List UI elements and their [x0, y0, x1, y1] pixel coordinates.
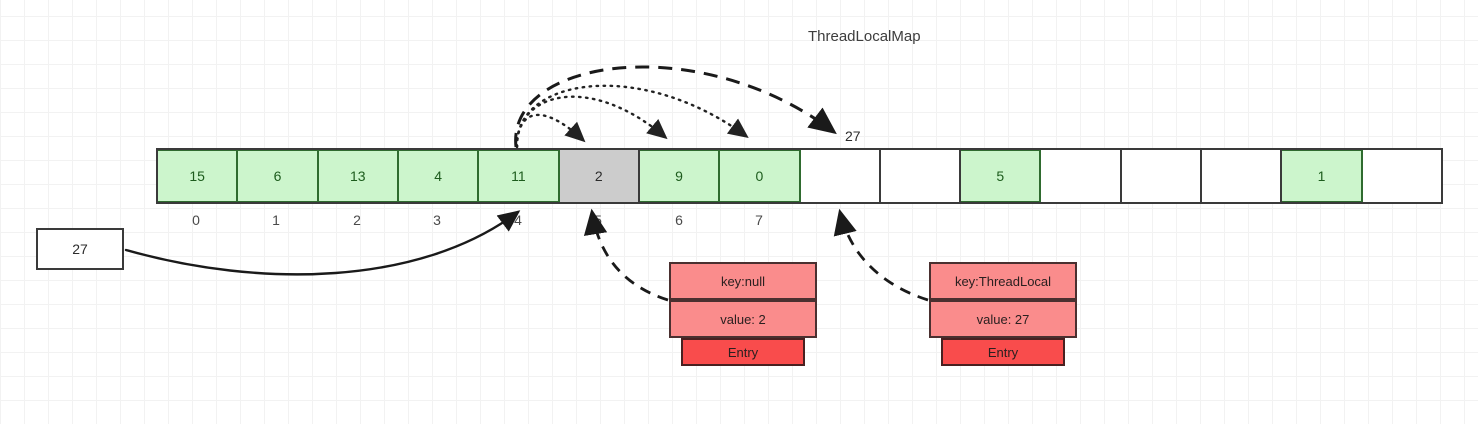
- array-index-7: 7: [755, 212, 763, 228]
- array-cell-8[interactable]: [800, 150, 881, 202]
- array-index-3: 3: [433, 212, 441, 228]
- array-cell-0[interactable]: 15: [158, 150, 239, 202]
- insert-arrow-label: 27: [845, 128, 861, 144]
- array-cell-14[interactable]: 1: [1282, 150, 1363, 202]
- stale-entry-value: value: 2: [669, 300, 817, 338]
- array-cell-3[interactable]: 4: [398, 150, 480, 202]
- array-index-2: 2: [353, 212, 361, 228]
- array-cell-13[interactable]: [1202, 150, 1283, 202]
- threadlocal-entry-value: value: 27: [929, 300, 1077, 338]
- array-cell-9[interactable]: [880, 150, 962, 202]
- array-index-4: 4: [514, 212, 522, 228]
- array-index-1: 1: [272, 212, 280, 228]
- array-index-6: 6: [675, 212, 683, 228]
- hash-array: 15 6 13 4 11 2 9 0 5 1: [156, 148, 1443, 204]
- array-cell-11[interactable]: [1041, 150, 1122, 202]
- array-cell-7[interactable]: 0: [720, 150, 801, 202]
- stale-entry-key: key:null: [669, 262, 817, 300]
- probe-arc-4-to-6: [515, 95, 668, 149]
- array-cell-5[interactable]: 2: [559, 150, 640, 202]
- stale-entry-tag: Entry: [681, 338, 805, 366]
- array-cell-10[interactable]: 5: [961, 150, 1042, 202]
- array-cell-6[interactable]: 9: [639, 150, 721, 202]
- page-title: ThreadLocalMap: [808, 28, 921, 45]
- threadlocal-entry-key: key:ThreadLocal: [929, 262, 1077, 300]
- source-value-box[interactable]: 27: [36, 228, 124, 270]
- array-cell-12[interactable]: [1121, 150, 1203, 202]
- array-cell-15[interactable]: [1362, 150, 1441, 202]
- threadlocal-entry-to-slot8-arrow: [833, 208, 929, 302]
- array-cell-4[interactable]: 11: [479, 150, 560, 202]
- array-index-5: 5: [594, 212, 602, 228]
- array-cell-2[interactable]: 13: [318, 150, 399, 202]
- array-cell-1[interactable]: 6: [238, 150, 319, 202]
- threadlocal-entry-tag: Entry: [941, 338, 1065, 366]
- probe-arc-4-to-7: [515, 84, 749, 149]
- insert-arc-4-to-8: [514, 65, 837, 148]
- probe-arc-4-to-5: [515, 113, 586, 149]
- array-index-0: 0: [192, 212, 200, 228]
